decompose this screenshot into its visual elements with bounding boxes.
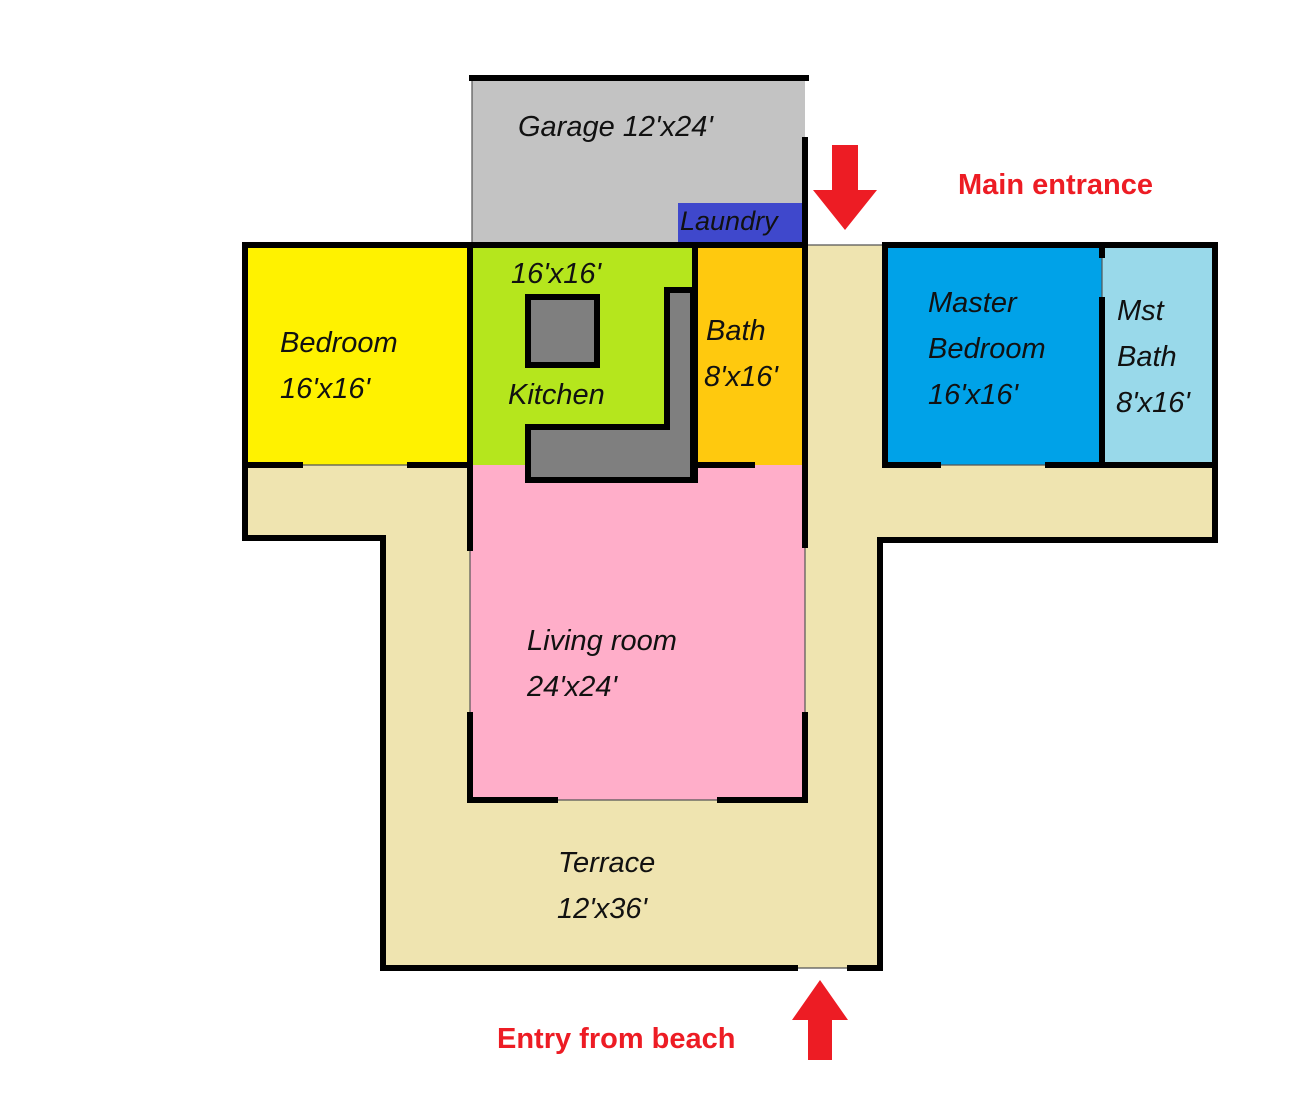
bedroom-room [245, 245, 470, 465]
kitchen-island [525, 294, 600, 368]
entry-corridor [805, 245, 885, 540]
master-bath-label-1: Mst [1117, 295, 1166, 327]
master-bedroom-label-1: Master [928, 287, 1018, 319]
bedroom-size: 16'x16' [280, 373, 372, 405]
bath-label: Bath [706, 315, 766, 347]
living-room [470, 465, 805, 800]
master-bath-label-2: Bath [1117, 341, 1177, 373]
living-room-label: Living room [527, 625, 677, 657]
bath-room [695, 245, 805, 465]
garage-label: Garage 12'x24' [518, 111, 714, 143]
main-entrance-label: Main entrance [958, 169, 1153, 201]
master-bath-size: 8'x16' [1116, 387, 1191, 419]
laundry-label: Laundry [680, 206, 779, 236]
laundry-room [678, 203, 803, 243]
walls [242, 75, 1218, 971]
bath-size: 8'x16' [704, 361, 779, 393]
terrace-size: 12'x36' [557, 893, 649, 925]
living-room-size: 24'x24' [526, 671, 619, 703]
terrace-label: Terrace [558, 847, 655, 879]
master-bedroom-size: 16'x16' [928, 379, 1020, 411]
kitchen-size: 16'x16' [511, 258, 603, 290]
arrow-up-icon [792, 980, 848, 1060]
bedroom-label: Bedroom [280, 327, 398, 359]
master-bedroom-room [885, 245, 1102, 465]
kitchen-label: Kitchen [508, 379, 605, 411]
arrow-down-icon [813, 145, 877, 230]
master-bath-room [1102, 245, 1215, 465]
thin-lines [300, 78, 1103, 969]
master-bedroom-label-2: Bedroom [928, 333, 1046, 365]
beach-entry-label: Entry from beach [497, 1023, 736, 1055]
